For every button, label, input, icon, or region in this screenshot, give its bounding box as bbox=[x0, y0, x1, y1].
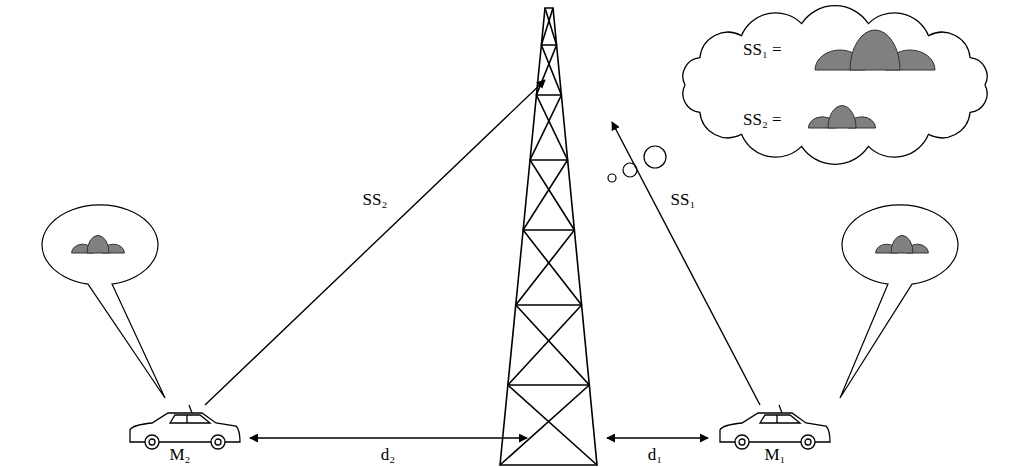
diagram-label: SS₂ bbox=[361, 190, 390, 210]
signal-shape-large bbox=[815, 30, 935, 70]
thought-cloud: SS₁ = SS₂ = bbox=[665, 0, 1005, 170]
cloud-text: SS₂ = bbox=[743, 110, 782, 130]
label-anchor: M₂ bbox=[167, 445, 192, 465]
label-anchor: d₁ bbox=[646, 445, 664, 465]
tower-outline bbox=[500, 8, 597, 465]
distance-arrow bbox=[607, 437, 708, 439]
cloud-outline-path bbox=[683, 6, 987, 165]
car-wheel bbox=[145, 435, 159, 449]
speech-bubble bbox=[840, 205, 958, 398]
car-window bbox=[170, 415, 210, 423]
label-anchor: d₂ bbox=[379, 445, 397, 465]
car-hub bbox=[215, 439, 221, 445]
diagram-label: d₂ bbox=[379, 445, 397, 465]
car-wheel bbox=[211, 435, 225, 449]
signal-shape-small bbox=[808, 106, 875, 128]
signal-shape-small bbox=[876, 235, 929, 253]
hump bbox=[891, 235, 913, 253]
speech-bubble bbox=[42, 205, 165, 398]
car-hub bbox=[805, 439, 811, 445]
label-anchor: SS₁ bbox=[669, 190, 698, 210]
car-hub bbox=[739, 439, 745, 445]
hump bbox=[850, 30, 900, 70]
signal-arrow bbox=[612, 122, 760, 405]
cloud-text: SS₁ = bbox=[743, 40, 782, 60]
tower bbox=[500, 8, 597, 465]
signal-arrow bbox=[205, 80, 545, 405]
label-anchor: M₁ bbox=[762, 445, 787, 465]
thought-dot bbox=[608, 174, 616, 182]
thought-dot bbox=[623, 163, 637, 177]
diagram-label: M₁ bbox=[762, 445, 787, 465]
car-antenna bbox=[189, 405, 192, 413]
car-wheel bbox=[801, 435, 815, 449]
tower-bars bbox=[508, 45, 589, 385]
label-anchor: SS₂ bbox=[361, 190, 390, 210]
car-hub bbox=[149, 439, 155, 445]
diagram-label: SS₁ bbox=[669, 190, 698, 210]
signal-shape-small bbox=[72, 235, 125, 253]
car-window bbox=[760, 415, 800, 423]
hump bbox=[87, 235, 109, 253]
hump bbox=[828, 106, 856, 128]
car-wheel bbox=[735, 435, 749, 449]
thought-dot bbox=[644, 146, 666, 168]
car-antenna bbox=[779, 405, 782, 413]
cloud-outline bbox=[665, 0, 1005, 170]
diagram-label: d₁ bbox=[646, 445, 664, 465]
car bbox=[130, 405, 240, 449]
tower-lattice bbox=[508, 8, 597, 465]
car bbox=[720, 405, 830, 449]
diagram-label: M₂ bbox=[167, 445, 192, 465]
distance-arrow bbox=[250, 437, 527, 439]
